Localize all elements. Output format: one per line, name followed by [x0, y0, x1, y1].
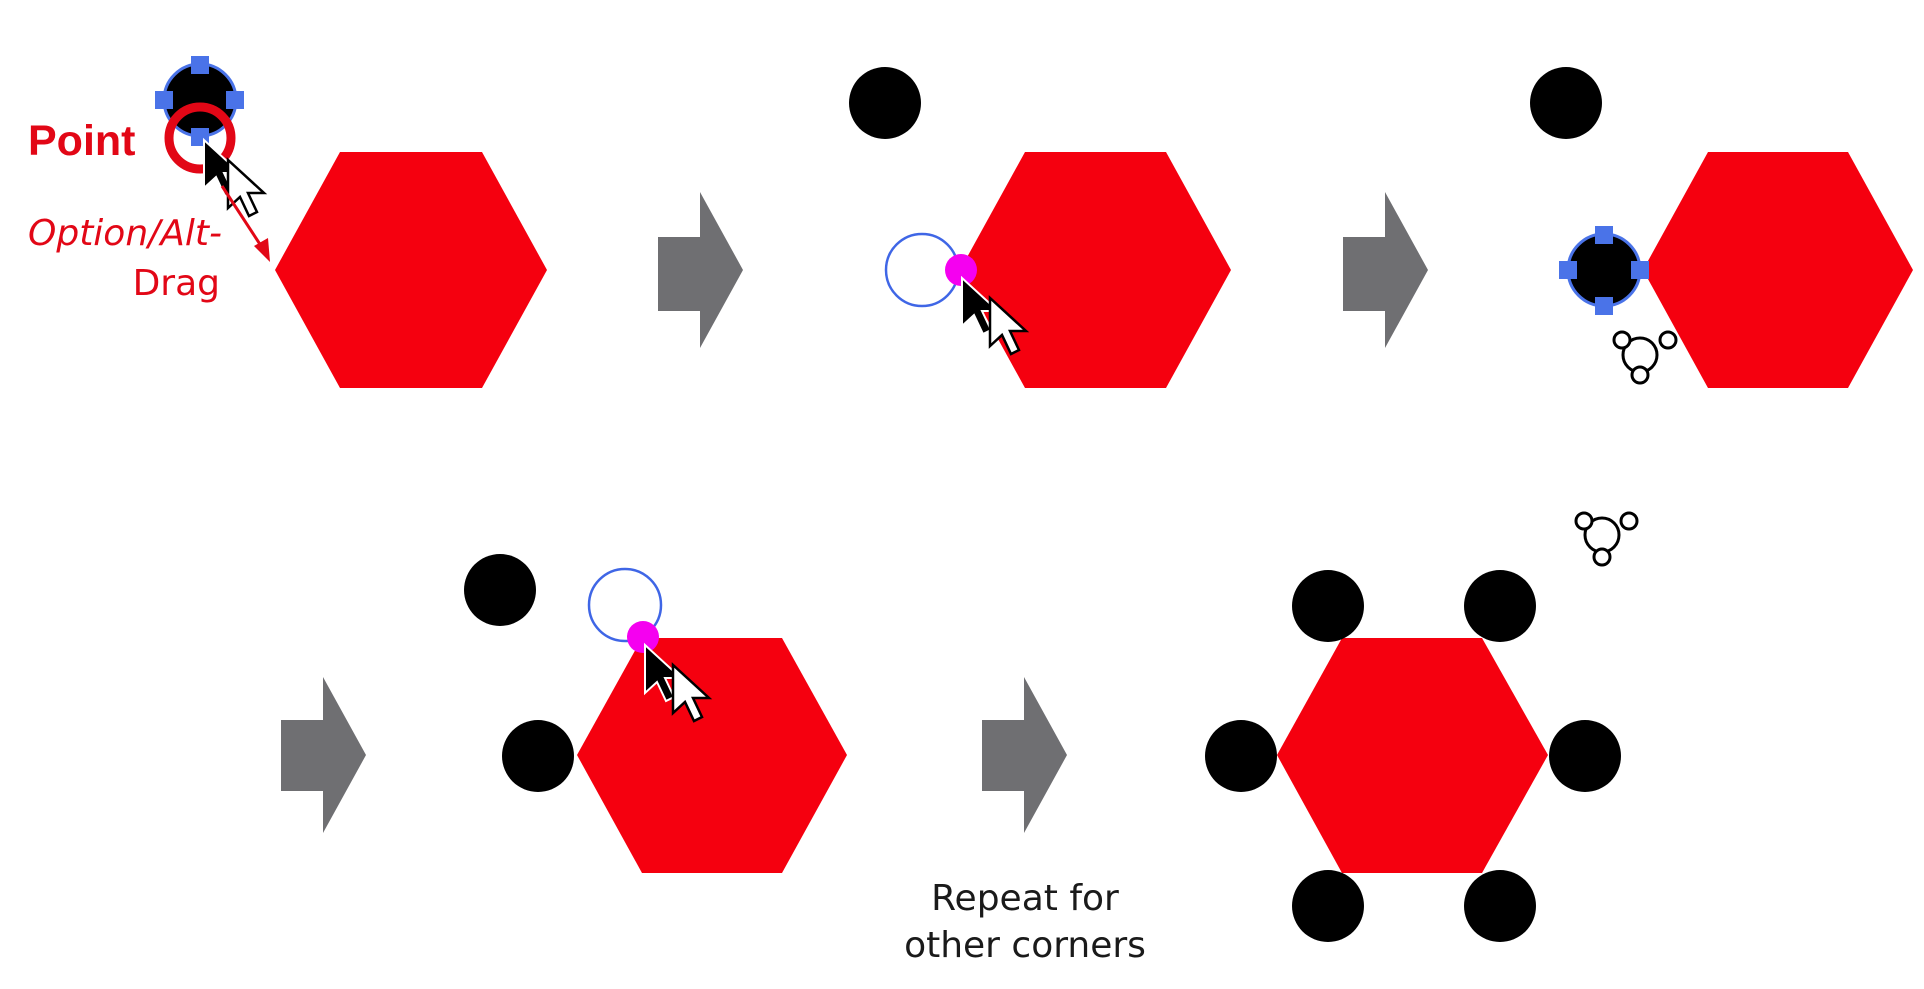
hexagon	[1643, 152, 1913, 388]
step-arrow-icon	[982, 677, 1067, 833]
repeat-label-line1: Repeat for	[931, 878, 1119, 919]
hexagon	[577, 638, 847, 873]
step-2	[849, 67, 1231, 388]
dot	[1530, 67, 1602, 139]
drag-label-line2: Drag	[133, 263, 220, 304]
clone-cursor-icon	[1574, 511, 1639, 567]
dot	[464, 554, 536, 626]
step-3	[1530, 67, 1913, 388]
corner-dot	[1464, 870, 1536, 942]
snap-point-icon	[945, 254, 977, 286]
corner-dot	[1292, 870, 1364, 942]
step-arrow-icon	[658, 192, 743, 348]
snap-point-icon	[627, 621, 659, 653]
dot	[502, 720, 574, 792]
corner-dot	[1549, 720, 1621, 792]
point-label: Point	[28, 117, 135, 165]
hexagon	[275, 152, 547, 388]
duplicate-cursor-icon	[1612, 330, 1678, 385]
dot	[849, 67, 921, 139]
step-4	[464, 554, 847, 873]
corner-dot	[1464, 570, 1536, 642]
step-arrow-icon	[281, 677, 366, 833]
point-snap-icon	[164, 102, 236, 174]
mouse-cursor-icon	[644, 642, 713, 723]
dot-outline	[587, 567, 663, 643]
drag-arrow	[220, 185, 270, 262]
hexagon	[1277, 638, 1548, 873]
step-1: Point Option/Alt- Drag	[28, 56, 547, 388]
step-5	[1205, 511, 1639, 942]
selection-handle-icon	[155, 56, 244, 146]
corner-dot	[1292, 570, 1364, 642]
corner-dot	[1205, 720, 1277, 792]
selected-dot	[1566, 232, 1642, 308]
selection-handle-icon	[1559, 226, 1649, 315]
hexagon	[960, 152, 1231, 388]
step-arrow-icon	[1343, 192, 1428, 348]
mouse-cursor-icon	[961, 275, 1030, 356]
drag-label-line1: Option/Alt-	[28, 213, 222, 254]
repeat-label-line2: other corners	[904, 925, 1146, 966]
